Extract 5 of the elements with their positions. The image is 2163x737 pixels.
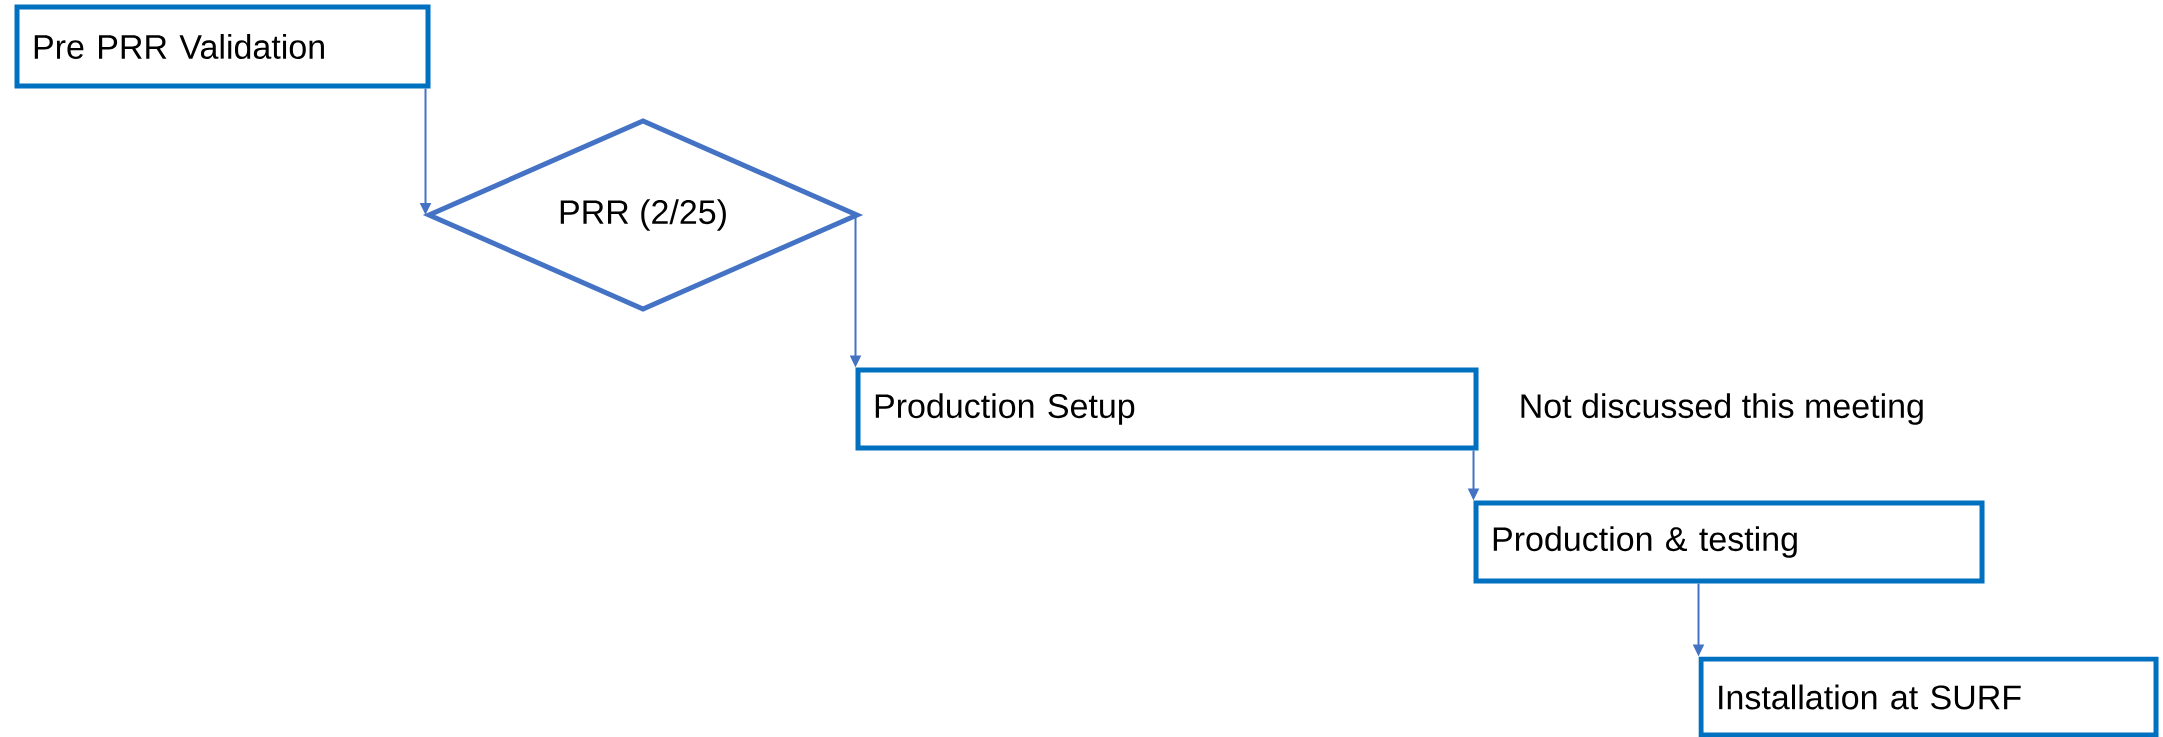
process-box: Pre PRR Validation — [14, 4, 431, 89]
process-box: Production & testing — [1473, 500, 1985, 584]
note-text: Not discussed this meeting — [1521, 393, 1923, 425]
process-box: Installation at SURF — [1698, 656, 2159, 737]
process-box: Production Setup — [855, 367, 1479, 451]
